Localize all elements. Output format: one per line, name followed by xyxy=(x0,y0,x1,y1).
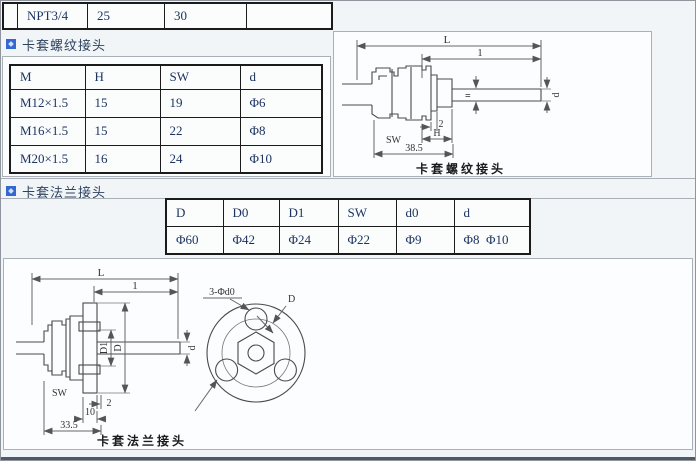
dim-label-2: 2 xyxy=(439,119,444,130)
cell: Φ10 xyxy=(239,144,323,174)
table-row: M16×1.5 15 22 Φ8 xyxy=(9,116,323,146)
table-row: Φ60 Φ42 Φ24 Φ22 Φ9 Φ8 Φ10 xyxy=(165,225,531,255)
col-header-M: M xyxy=(9,64,86,90)
cell: 15 xyxy=(84,116,161,146)
cell-m12: M12×1.5 xyxy=(9,88,86,118)
bottom-bar xyxy=(1,457,695,460)
bullet-diamond-icon xyxy=(8,41,14,47)
cell: 19 xyxy=(159,88,241,118)
dim-label-d: d xyxy=(551,93,562,98)
cell: Φ6 xyxy=(239,88,323,118)
dim-label-equal: = xyxy=(465,91,471,102)
cell: 15 xyxy=(84,88,161,118)
npt-cell-empty xyxy=(246,2,332,30)
table-row: M20×1.5 16 24 Φ10 xyxy=(9,144,323,174)
npt-table: NPT3/4 25 30 xyxy=(2,2,333,30)
front-label-D: D xyxy=(288,294,295,305)
cell: Φ9 xyxy=(395,225,455,255)
dim-label-D1: D1 xyxy=(99,342,110,354)
col-header-SW: SW xyxy=(159,64,241,90)
col-header-D: D xyxy=(165,198,224,227)
col-header-d0: d0 xyxy=(395,198,455,227)
threaded-spec-table: M H SW d M12×1.5 15 19 Φ6 M16×1.5 15 22 … xyxy=(9,64,323,174)
col-header-d: d xyxy=(239,64,323,90)
section-divider xyxy=(1,178,695,179)
dim-label-D: D xyxy=(113,344,124,351)
dim-label-d: d xyxy=(187,346,198,351)
dim-label-L: L xyxy=(98,267,105,279)
threaded-connector-diagram: L 1 = d 2 H SW xyxy=(342,34,562,176)
dim-label-L: L xyxy=(444,34,451,46)
cell-m20: M20×1.5 xyxy=(9,144,86,174)
col-header-D0: D0 xyxy=(222,198,280,227)
dim-label-SW: SW xyxy=(52,388,68,399)
bullet-diamond-icon xyxy=(8,188,14,194)
cell-m16: M16×1.5 xyxy=(9,116,86,146)
section-flange-title: 卡套法兰接头 xyxy=(22,184,107,200)
col-header-H: H xyxy=(84,64,161,90)
flange-spec-table: D D0 D1 SW d0 d Φ60 Φ42 Φ24 Φ22 Φ9 Φ8 Φ1… xyxy=(165,198,531,255)
cell: 16 xyxy=(84,144,161,174)
col-header-SW: SW xyxy=(337,198,397,227)
section-threaded-header: 卡套螺纹接头 xyxy=(6,36,107,53)
section-threaded-title: 卡套螺纹接头 xyxy=(22,37,107,53)
dim-label-2: 2 xyxy=(107,398,112,409)
table-header-row: D D0 D1 SW d0 d xyxy=(165,198,531,227)
npt-cell-v2: 30 xyxy=(164,2,247,30)
npt-cell-v1: 25 xyxy=(87,2,165,30)
flange-connector-diagram: L 1 D1 D d xyxy=(16,267,306,448)
flange-diagram-caption: 卡套法兰接头 xyxy=(97,433,187,448)
npt-cell-size: NPT3/4 xyxy=(17,2,88,30)
npt-cell-spacer xyxy=(2,2,18,30)
table-row: M12×1.5 15 19 Φ6 xyxy=(9,88,323,118)
section-bullet-icon xyxy=(6,39,16,49)
section-flange-header: 卡套法兰接头 xyxy=(6,183,107,200)
dim-label-SW: SW xyxy=(386,135,402,146)
col-header-D1: D1 xyxy=(278,198,339,227)
front-label-bolt-holes: 3-Φd0 xyxy=(209,287,235,298)
cell: Φ24 xyxy=(278,225,339,255)
cell: Φ60 xyxy=(165,225,224,255)
col-header-d: d xyxy=(453,198,531,227)
cell: Φ42 xyxy=(222,225,280,255)
cell: Φ8 xyxy=(239,116,323,146)
table-header-row: M H SW d xyxy=(9,64,323,90)
dim-label-1: 1 xyxy=(477,47,483,59)
cell: 24 xyxy=(159,144,241,174)
section-bullet-icon xyxy=(6,186,16,196)
threaded-diagram-caption: 卡套螺纹接头 xyxy=(416,161,506,176)
dim-label-H: H xyxy=(433,128,440,139)
dim-label-10: 10 xyxy=(85,407,95,418)
cell: 22 xyxy=(159,116,241,146)
dim-label-1: 1 xyxy=(132,280,138,292)
cell: Φ8 Φ10 xyxy=(453,225,531,255)
cell: Φ22 xyxy=(337,225,397,255)
dim-label-38-5: 38.5 xyxy=(405,143,423,154)
dim-label-33-5: 33.5 xyxy=(60,420,78,431)
